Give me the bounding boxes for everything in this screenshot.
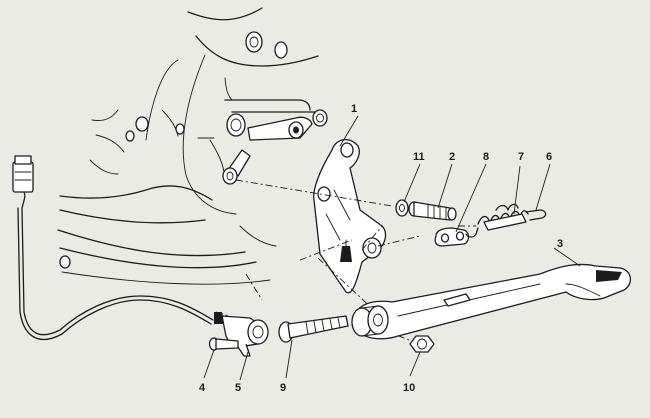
engine-casing (57, 7, 319, 285)
engine-linkage (222, 109, 328, 185)
wire-connector (12, 155, 34, 193)
side-stand (357, 263, 631, 340)
callout-1: 1 (351, 103, 358, 115)
mounting-bracket (313, 139, 387, 294)
callout-7: 7 (518, 151, 525, 163)
pivot-bushing (351, 305, 389, 337)
callout-4: 4 (199, 382, 206, 394)
callout-6: 6 (546, 151, 553, 163)
callout-3: 3 (557, 238, 564, 250)
spring-inner (465, 210, 529, 238)
pivot-bolt (278, 315, 349, 343)
spring-plate (434, 227, 470, 247)
nut (409, 335, 435, 353)
callout-leaders (203, 115, 581, 381)
callout-11: 11 (413, 151, 425, 163)
callout-8: 8 (483, 151, 490, 163)
callout-2: 2 (449, 151, 456, 163)
engine-bosses (59, 31, 288, 269)
screw (208, 337, 239, 351)
callout-5: 5 (235, 382, 242, 394)
washer (395, 199, 409, 217)
stand-switch (214, 312, 269, 357)
callout-9: 9 (280, 382, 287, 394)
bolt (408, 201, 457, 221)
wiring-harness (17, 191, 214, 341)
callout-10: 10 (403, 382, 416, 394)
